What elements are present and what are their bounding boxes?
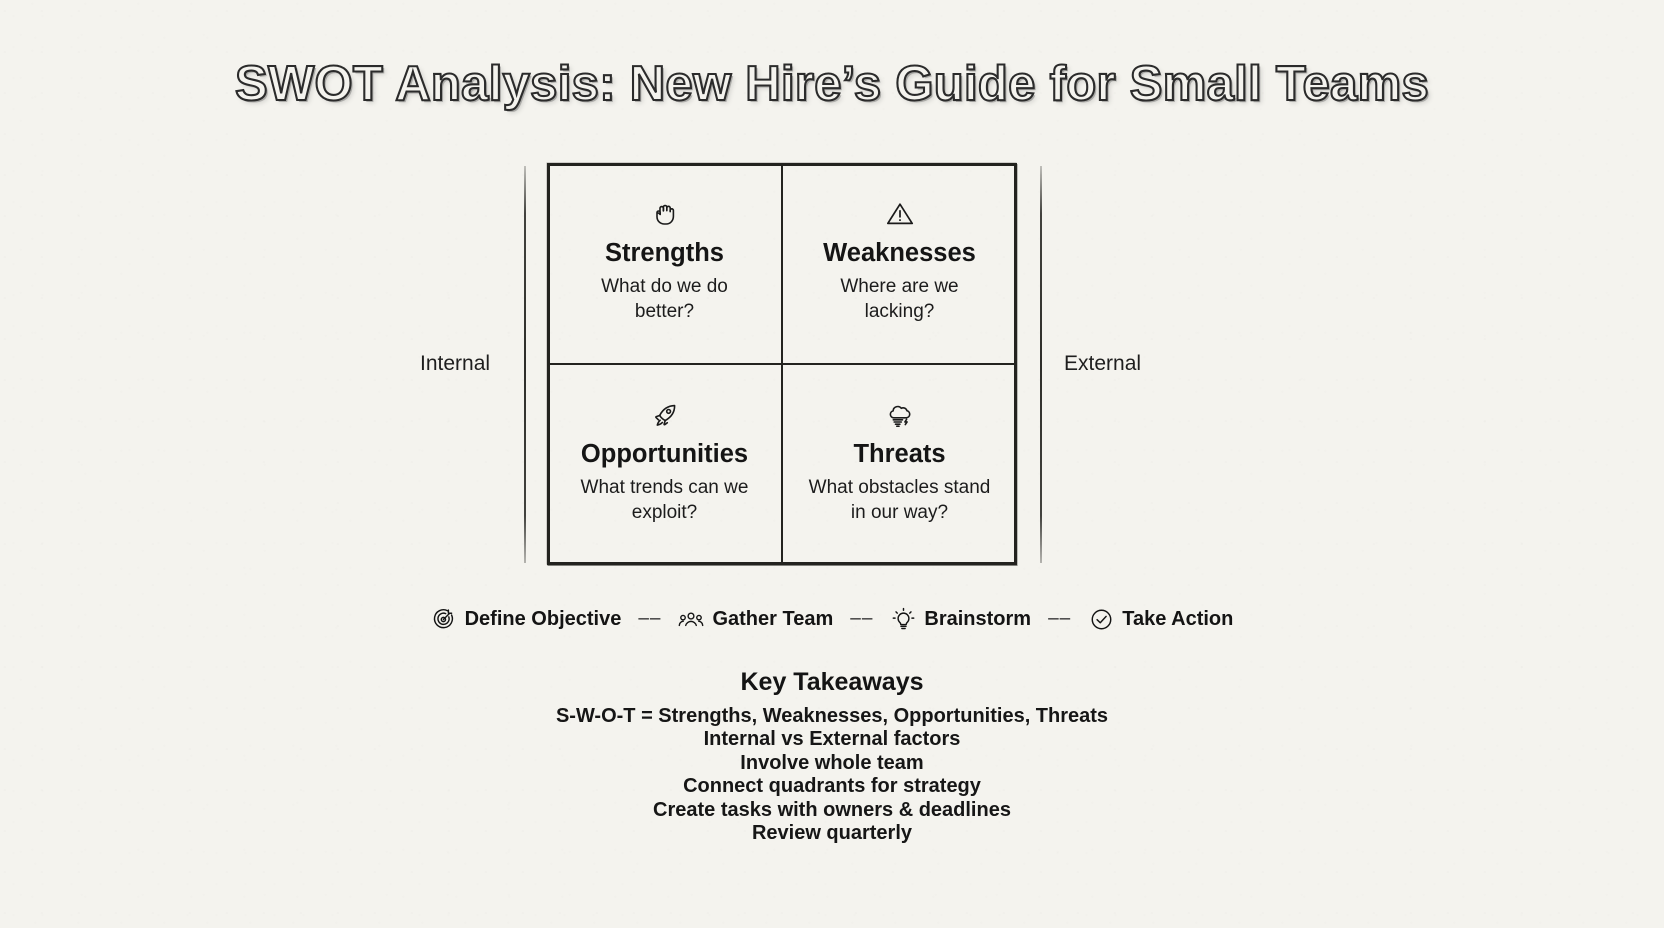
matrix-frame bbox=[547, 163, 1017, 565]
key-takeaways: Key Takeaways S-W-O-T = Strengths, Weakn… bbox=[0, 668, 1664, 845]
quadrant-title: Weaknesses bbox=[823, 239, 976, 267]
page-title: SWOT Analysis: New Hire’s Guide for Smal… bbox=[234, 56, 1430, 112]
raised-fist-icon bbox=[645, 195, 685, 233]
process-flow: Define Objective –– Gather Team –– bbox=[0, 606, 1664, 632]
quadrant-opportunities[interactable]: Opportunities What trends can we exploit… bbox=[547, 364, 782, 565]
takeaway-line: Connect quadrants for strategy bbox=[683, 775, 981, 798]
flow-step-brainstorm[interactable]: Brainstorm bbox=[890, 606, 1031, 632]
lightbulb-icon bbox=[890, 606, 916, 632]
flow-step-take-action[interactable]: Take Action bbox=[1088, 606, 1233, 632]
matrix-horizontal-divider bbox=[549, 363, 1015, 366]
quadrant-threats[interactable]: Threats What obstacles stand in our way? bbox=[782, 364, 1017, 565]
quadrant-subtitle: Where are we lacking? bbox=[840, 275, 959, 322]
takeaway-line: Review quarterly bbox=[751, 821, 913, 844]
flow-step-label: Define Objective bbox=[464, 607, 622, 630]
flow-connector: –– bbox=[850, 608, 874, 629]
flow-step-define-objective[interactable]: Define Objective bbox=[431, 606, 622, 632]
takeaways-heading: Key Takeaways bbox=[740, 668, 924, 696]
flow-step-label: Take Action bbox=[1122, 607, 1234, 630]
check-circle-icon bbox=[1088, 606, 1114, 632]
quadrant-subtitle: What do we do better? bbox=[601, 275, 728, 322]
quadrant-weaknesses[interactable]: Weaknesses Where are we lacking? bbox=[782, 163, 1017, 364]
target-icon bbox=[431, 606, 457, 632]
flow-connector: –– bbox=[638, 608, 662, 629]
axis-label-external: External bbox=[1064, 352, 1142, 375]
people-group-icon bbox=[678, 606, 704, 632]
warning-triangle-icon bbox=[880, 195, 920, 233]
external-axis-bar bbox=[1040, 166, 1043, 563]
quadrant-title: Opportunities bbox=[580, 440, 749, 468]
swot-matrix: Strengths What do we do better? Weakness… bbox=[547, 163, 1017, 565]
quadrant-strengths[interactable]: Strengths What do we do better? bbox=[547, 163, 782, 364]
axis-label-internal: Internal bbox=[420, 352, 491, 375]
storm-cloud-icon bbox=[880, 396, 920, 434]
quadrant-title: Threats bbox=[853, 440, 946, 468]
flow-connector: –– bbox=[1048, 608, 1072, 629]
quadrant-title: Strengths bbox=[604, 239, 724, 267]
rocket-icon bbox=[645, 396, 685, 434]
quadrant-subtitle: What obstacles stand in our way? bbox=[808, 476, 991, 523]
takeaway-line: Create tasks with owners & deadlines bbox=[653, 798, 1011, 821]
takeaway-line: S-W-O-T = Strengths, Weaknesses, Opportu… bbox=[555, 705, 1109, 727]
flow-step-label: Brainstorm bbox=[924, 607, 1032, 630]
internal-axis-bar bbox=[524, 166, 527, 563]
quadrant-subtitle: What trends can we exploit? bbox=[580, 476, 749, 523]
takeaway-line: Internal vs External factors bbox=[703, 728, 961, 751]
flow-step-gather-team[interactable]: Gather Team bbox=[678, 606, 833, 632]
takeaway-line: Involve whole team bbox=[740, 751, 924, 774]
flow-step-label: Gather Team bbox=[712, 607, 834, 630]
